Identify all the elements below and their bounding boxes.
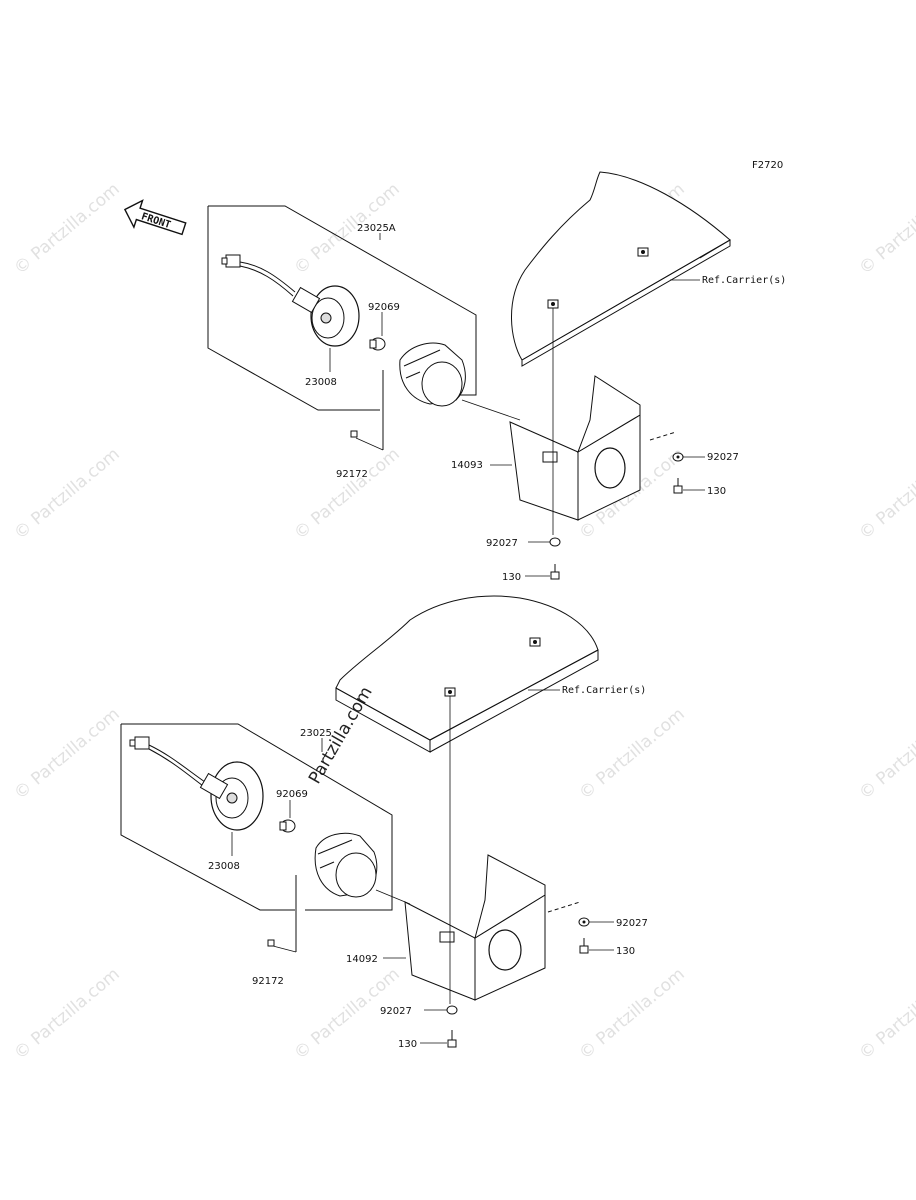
watermark-text: © Partzilla.com bbox=[855, 179, 916, 279]
bolt-icon bbox=[550, 564, 560, 580]
ref-carrier-label: Ref.Carrier(s) bbox=[562, 685, 646, 696]
screw-label: 92172 bbox=[336, 469, 368, 480]
watermark-text: © Partzilla.com bbox=[10, 444, 123, 544]
watermark-text: © Partzilla.com bbox=[855, 704, 916, 804]
socket-label: 23008 bbox=[208, 861, 240, 872]
washer-right-label: 92027 bbox=[707, 452, 739, 463]
bulb-label: 92069 bbox=[276, 789, 308, 800]
lamp-group-bracket bbox=[121, 723, 393, 911]
washer-bottom-label: 92027 bbox=[486, 538, 518, 549]
watermark-text: © Partzilla.com bbox=[855, 964, 916, 1064]
washer-icon bbox=[672, 452, 684, 462]
watermark-text: © Partzilla.com bbox=[290, 444, 403, 544]
front-arrow-icon: FRONT bbox=[123, 199, 187, 236]
figure-code: F2720 bbox=[752, 160, 783, 171]
bracket-label: 14093 bbox=[451, 460, 483, 471]
bulb-icon bbox=[369, 337, 386, 351]
bolt-bottom-label: 130 bbox=[502, 572, 521, 583]
washer-bottom-label: 92027 bbox=[380, 1006, 412, 1017]
watermark-text: © Partzilla.com bbox=[10, 704, 123, 804]
watermark-text: © Partzilla.com bbox=[575, 704, 688, 804]
carrier-bottom bbox=[335, 595, 599, 753]
bracket-icon bbox=[404, 854, 546, 1001]
socket-icon bbox=[199, 761, 264, 831]
screw-label: 92172 bbox=[252, 976, 284, 987]
top-assembly: Ref.Carrier(s) 23008 92069 bbox=[207, 171, 786, 583]
bracket-icon bbox=[509, 375, 641, 521]
connector-icon bbox=[221, 254, 296, 297]
screw-icon bbox=[267, 939, 275, 947]
socket-icon bbox=[291, 285, 360, 347]
washer-icon bbox=[446, 1005, 458, 1015]
bolt-bottom-label: 130 bbox=[398, 1039, 417, 1050]
bolt-icon bbox=[447, 1030, 457, 1048]
lamp-assembly-label: 23025A bbox=[357, 223, 396, 234]
bracket-label: 14092 bbox=[346, 954, 378, 965]
fastener-icon bbox=[547, 299, 559, 309]
washer-icon bbox=[549, 537, 561, 547]
screw-icon bbox=[350, 430, 358, 438]
bolt-icon bbox=[579, 938, 589, 954]
ref-carrier-label: Ref.Carrier(s) bbox=[702, 275, 786, 286]
bolt-icon bbox=[673, 478, 683, 494]
bulb-icon bbox=[279, 819, 296, 833]
fastener-icon bbox=[444, 687, 456, 697]
connector-icon bbox=[129, 736, 206, 787]
bulb-label: 92069 bbox=[368, 302, 400, 313]
lamp-housing-icon bbox=[314, 832, 378, 898]
lamp-assembly-label: 23025 bbox=[300, 728, 332, 739]
socket-label: 23008 bbox=[305, 377, 337, 388]
fastener-icon bbox=[637, 247, 649, 257]
bottom-assembly: Ref.Carrier(s) Partzilla.com 23025 23008 bbox=[120, 595, 648, 1050]
washer-icon bbox=[578, 917, 590, 927]
carrier-top bbox=[511, 171, 731, 367]
washer-right-label: 92027 bbox=[616, 918, 648, 929]
watermark-text: © Partzilla.com bbox=[10, 179, 123, 279]
bolt-right-label: 130 bbox=[707, 486, 726, 497]
watermark-text: © Partzilla.com bbox=[855, 444, 916, 544]
fastener-icon bbox=[529, 637, 541, 647]
lamp-housing-icon bbox=[399, 342, 466, 407]
bolt-right-label: 130 bbox=[616, 946, 635, 957]
watermark-text: © Partzilla.com bbox=[575, 964, 688, 1064]
watermark-text: © Partzilla.com bbox=[10, 964, 123, 1064]
